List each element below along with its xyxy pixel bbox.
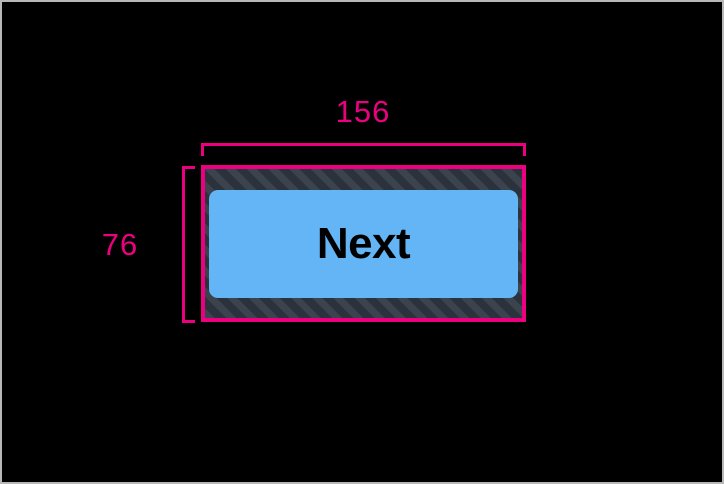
width-dimension-value: 156 — [335, 94, 391, 129]
height-dimension-bracket — [182, 166, 195, 323]
next-button[interactable]: Next — [209, 190, 518, 298]
width-dimension-bracket — [201, 143, 526, 156]
next-button-label: Next — [316, 219, 411, 268]
inspected-widget-container: Next — [205, 169, 522, 318]
width-dimension-label: 156 — [2, 94, 722, 129]
height-dimension-label: 76 — [101, 227, 139, 262]
